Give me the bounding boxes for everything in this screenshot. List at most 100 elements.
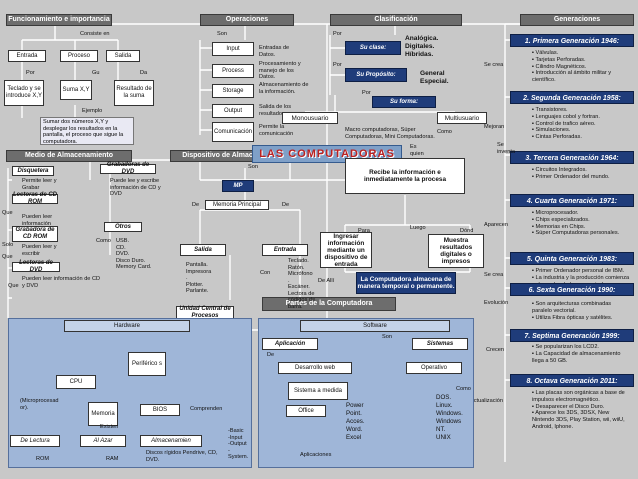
header-clasificacion: Clasificación <box>330 14 462 26</box>
gen-verb-2: Mejoran <box>484 124 505 130</box>
gen-list-8: Las placas son orgánicas a base de impul… <box>532 390 632 431</box>
header-almacenamiento: Medio de Almacenamiento <box>6 150 132 162</box>
gen-item: Lenguajes cobol y fortran. <box>532 114 632 121</box>
desc-clase: Analógica. Digitales. Híbridas. <box>405 35 439 58</box>
gen-title-7: 7. Septima Generación 1999: <box>510 329 634 342</box>
gen-item: Chips especializados. <box>532 217 632 224</box>
label-son-sw: Son <box>382 334 392 340</box>
gen-title-2: 2. Segunda Generación 1958: <box>510 91 634 104</box>
label-con: Con <box>260 270 271 276</box>
gen-item: Primer Ordenador personal de IBM. <box>532 268 632 275</box>
node-disquetera: Disquetera <box>12 166 54 176</box>
node-lectoras-dvd: Lectoras de DVD <box>12 260 60 273</box>
gen-title-4: 4. Cuarta Generación 1971: <box>510 194 634 207</box>
label-existen: Existen <box>100 424 119 430</box>
desc-process: Procesamiento y manejo de los Datos. <box>259 61 301 80</box>
node-resultado: Resultado de la suma <box>114 80 154 106</box>
gen-verb-8: Actualización <box>470 398 503 404</box>
list-otros: USB. CD. DVD. Disco Duro. Memory Card. <box>116 238 152 270</box>
node-lectura: De Lectura <box>10 435 60 447</box>
gen-item: Cilindro Magnéticos. <box>532 64 632 71</box>
label-de-2: De <box>282 202 290 208</box>
gen-title-5: 5. Quinta Generación 1983: <box>510 252 634 265</box>
node-suma: Suma X,Y <box>60 80 92 100</box>
label-aplicaciones: Aplicaciones <box>300 452 332 458</box>
node-process: Process <box>212 64 254 78</box>
label-donde: Dónd <box>460 228 474 234</box>
label-rom: ROM <box>36 456 50 462</box>
label-solo: Solo <box>2 242 14 248</box>
list-office: Power Point. Acces. Word. Excel <box>346 402 365 441</box>
desc-storage: Almacenamiento de la información. <box>259 82 309 95</box>
gen-item: Circuitos Integrados. <box>532 167 632 174</box>
node-teclado: Teclado y se introduce X,Y <box>4 80 44 106</box>
desc-grabadoras-dvd: Puede lee y escribe información de CD y … <box>110 178 161 197</box>
header-generaciones: Generaciones <box>520 14 634 26</box>
label-como-clas: Como <box>437 129 452 135</box>
node-monousuario: Monousuario <box>282 112 338 124</box>
node-grabadora-cd: Grabadora de CD ROM <box>12 226 58 242</box>
node-almacena: La Computadora almacena de manera tempor… <box>356 272 456 294</box>
node-hardware: Hardware <box>64 320 190 332</box>
gen-item: Desaparecer el Disco Duro. <box>532 404 632 411</box>
label-son-disp: Son <box>248 164 258 170</box>
node-storage: Storage <box>212 84 254 98</box>
label-consiste-en: Consiste en <box>80 31 110 37</box>
node-su-clase: Su clase: <box>345 41 401 55</box>
node-lectoras-cd: Lectoras de CD ROM <box>12 192 58 205</box>
label-comprenden: Comprenden <box>190 406 223 412</box>
gen-list-7: Se popularizan los LCD2. La Capacidad de… <box>532 344 632 364</box>
gen-item: Primer Ordenador del mundo. <box>532 174 632 181</box>
label-microprocesador: (Microprocesad or). <box>20 398 59 411</box>
gen-item: Utiliza Fibra ópticas y satélites. <box>532 315 632 322</box>
label-gu: Gu <box>92 70 100 76</box>
list-sistema: -Basic -Input -Output - System. <box>228 428 249 460</box>
label-de-sw: De <box>267 352 275 358</box>
node-muestra: Muestra resultados digitales o impresos <box>428 234 484 268</box>
label-que-2: Que <box>2 254 13 260</box>
gen-item: Las placas son orgánicas a base de impul… <box>532 390 632 404</box>
desc-output: Salida de los resultados. <box>259 104 292 117</box>
desc-comunicacion: Permite la comunicación <box>259 124 294 137</box>
desc-lectoras-dvd: Pueden leer información de CD y DVD <box>22 276 101 289</box>
gen-item: Válvulas. <box>532 50 632 57</box>
label-como-otros: Como <box>96 238 111 244</box>
gen-item: Microprocesador. <box>532 210 632 217</box>
label-quien: quien <box>410 151 424 157</box>
node-operativo: Operativo <box>406 362 462 374</box>
node-input: Input <box>212 42 254 56</box>
label-por-clase: Por <box>333 31 342 37</box>
label-de-alli: De Allí <box>318 278 335 284</box>
gen-list-1: Válvulas. Tarjetas Perforadas. Cilindro … <box>532 50 632 84</box>
gen-item: Tarjetas Perforadas. <box>532 57 632 64</box>
label-discos: Discos rígidos Pendrive, CD, DVD. <box>146 450 218 463</box>
gen-item: La Capacidad de almacenamiento llega a 5… <box>532 351 632 365</box>
gen-title-3: 3. Tercera Generación 1964: <box>510 151 634 164</box>
node-salida: Salida <box>106 50 140 62</box>
header-operaciones: Operaciones <box>200 14 294 26</box>
label-es: Es <box>410 144 417 150</box>
gen-item: Son arquitecturas combinadas paralelo ve… <box>532 301 632 315</box>
node-multiusuario: Multiusuario <box>437 112 487 124</box>
label-que-3: Que <box>8 283 19 289</box>
gen-list-2: Transistores. Lenguajes cobol y fortran.… <box>532 107 632 141</box>
list-entrada: Teclado. Ratón. Micrófono . Escáner. Lec… <box>288 258 316 310</box>
label-son-operaciones: Son <box>217 31 227 37</box>
node-grabadoras-dvd: Grabadoras de DVD <box>100 162 156 175</box>
gen-title-1: 1. Primera Generación 1946: <box>510 34 634 47</box>
desc-disquetera: Permite leer y Grabar <box>22 178 57 191</box>
gen-item: Aparece los 3DS, 3DSX, New Nintendo 3DS,… <box>532 410 632 430</box>
node-office: Office <box>286 405 326 417</box>
node-almacenamiento-hw: Almacenamien <box>140 435 202 447</box>
gen-verb-7: Crecen <box>486 347 505 353</box>
note-ejemplo: Sumar dos números X,Y y desplegar los re… <box>40 117 134 145</box>
node-salida-disp: Salida <box>180 244 226 256</box>
label-de-1: De <box>192 202 200 208</box>
label-luego: Luego <box>410 225 426 231</box>
label-ejemplo: Ejemplo <box>82 108 103 114</box>
gen-title-8: 8. Octava Generación 2011: <box>510 374 634 387</box>
node-otros: Otros <box>104 222 142 232</box>
desc-input: Entradas de Datos. <box>259 45 290 58</box>
gen-item: Control de trafico aéreo. <box>532 121 632 128</box>
